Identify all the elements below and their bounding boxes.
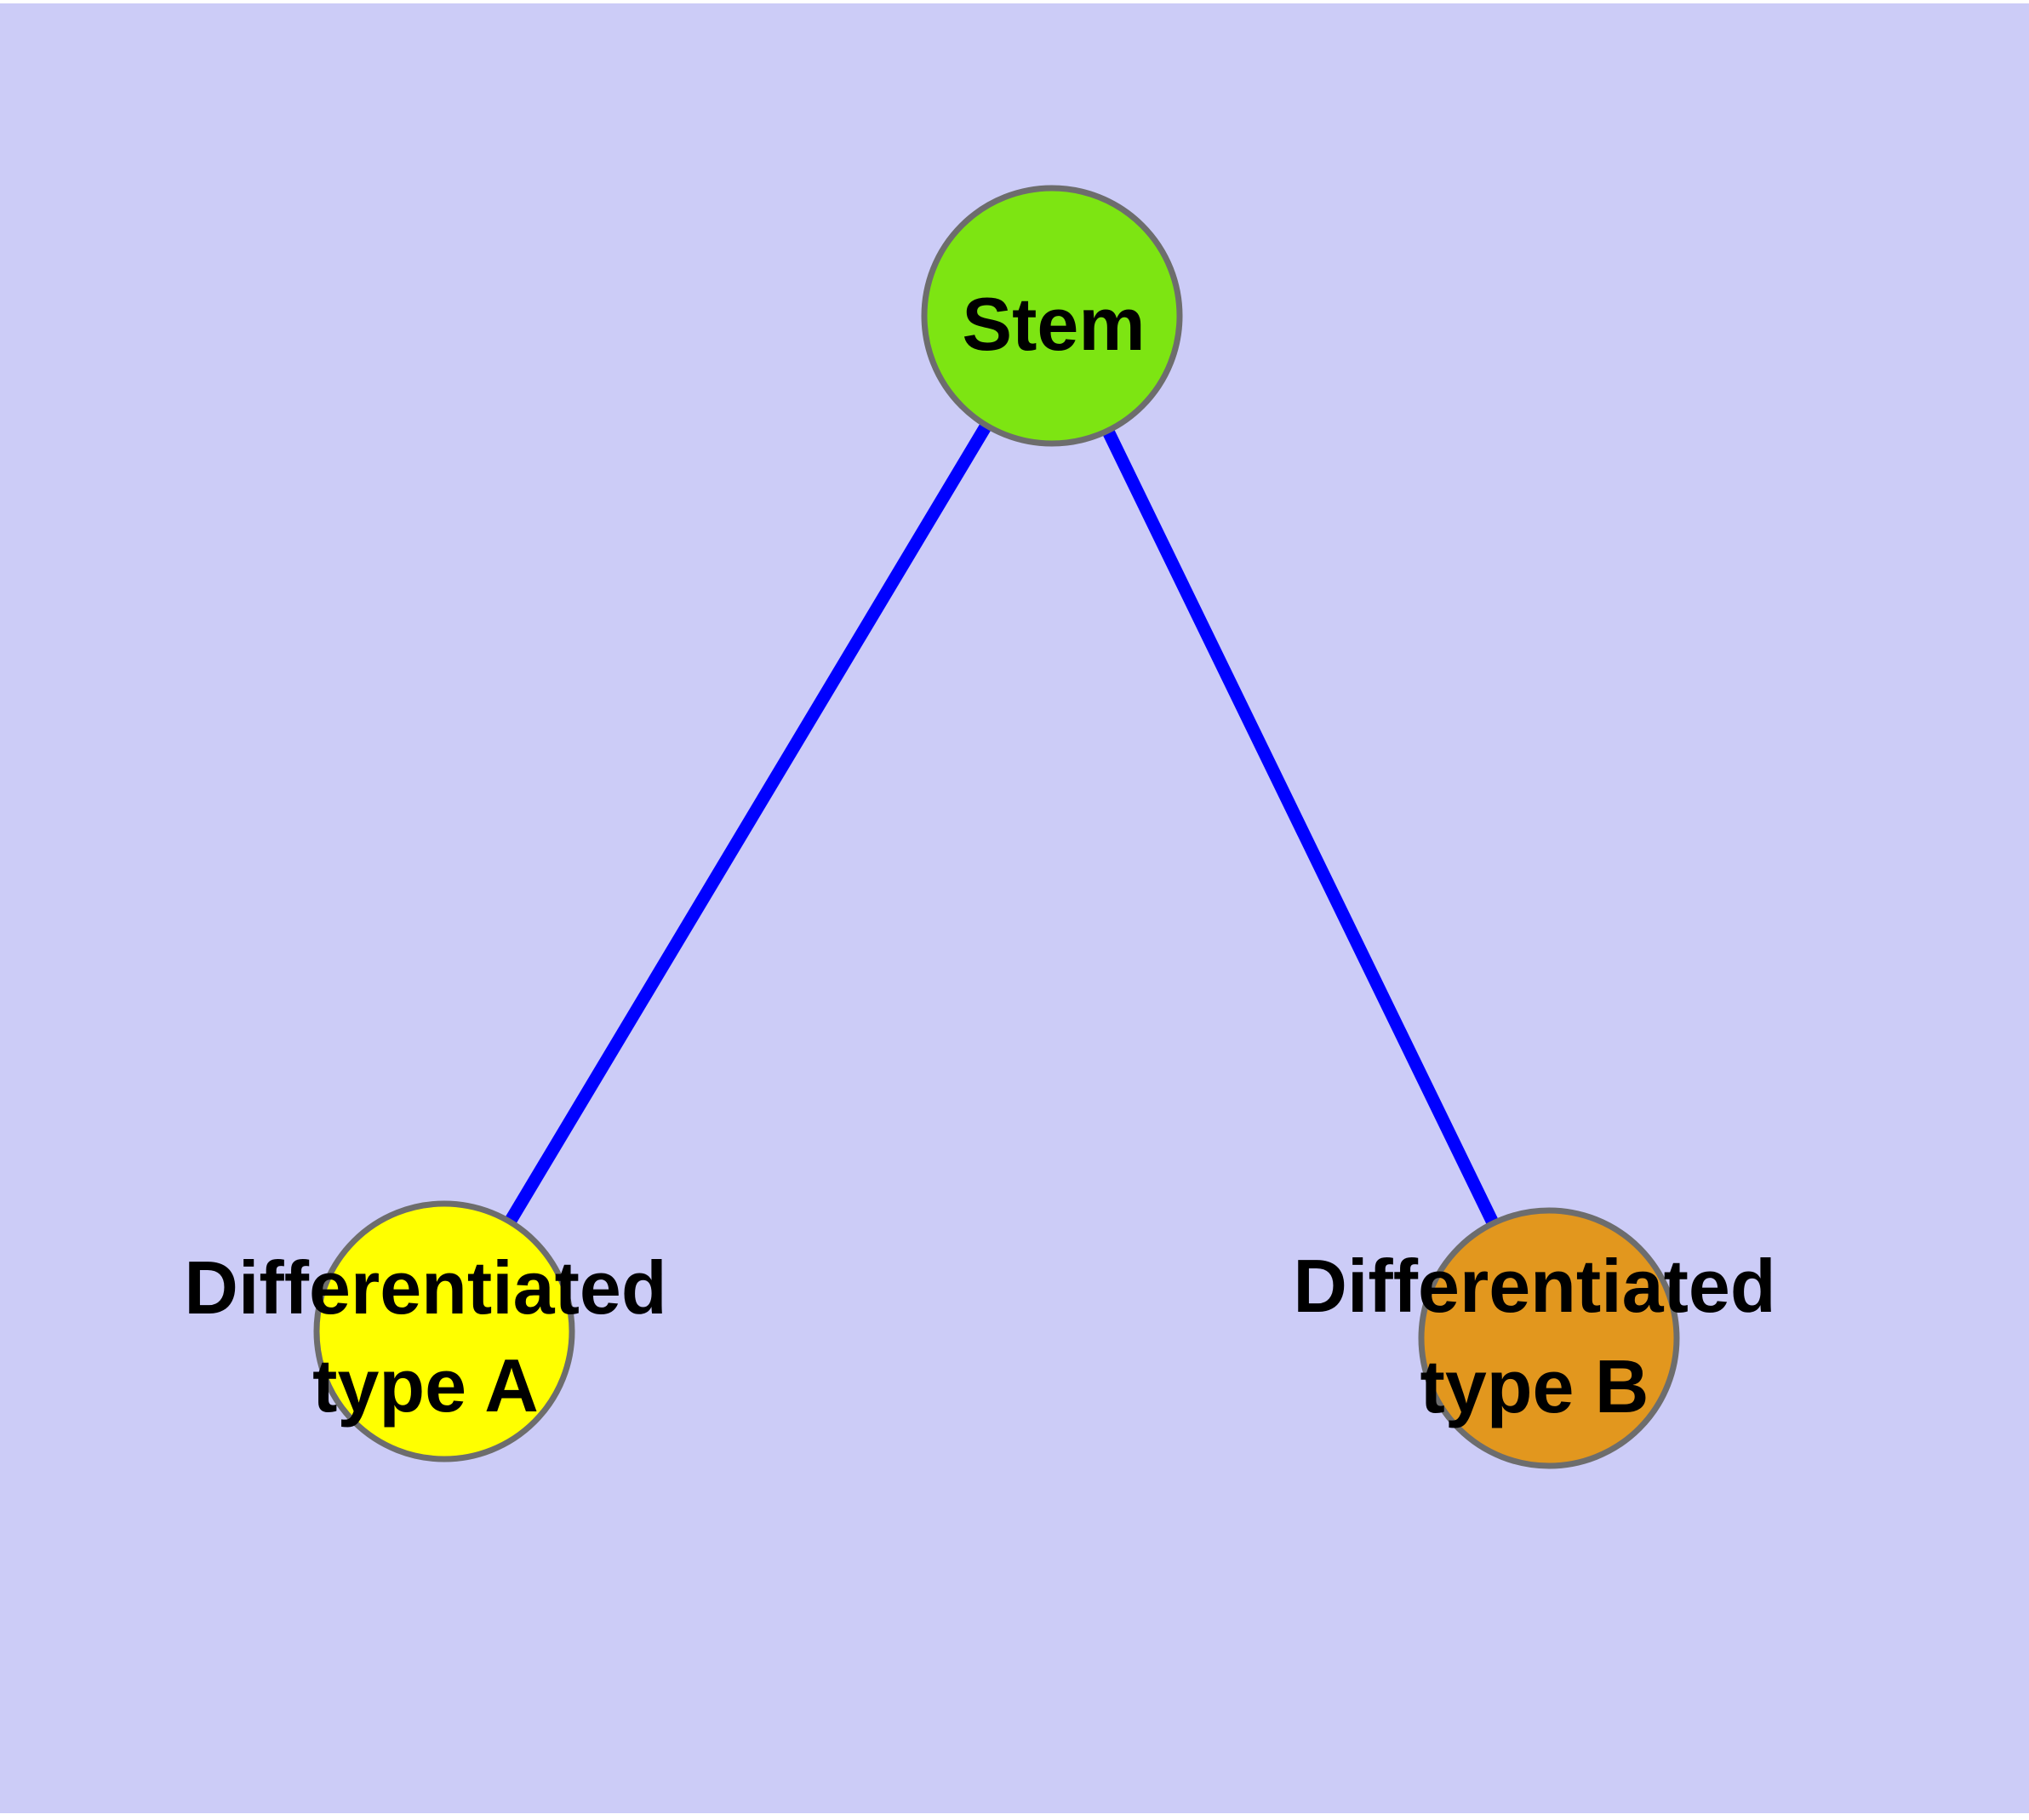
node-type-b-circle — [1418, 1207, 1680, 1469]
node-type-a-label-line1: Differentiated — [184, 1245, 666, 1330]
node-type-b-label-line1: Differentiated — [1293, 1244, 1775, 1328]
node-stem: Stem — [921, 185, 1183, 447]
node-differentiated-type-a: Differentiated type A — [184, 1200, 667, 1462]
node-type-b-label-line2: type B — [1420, 1344, 1649, 1428]
edge-stem-to-type-b — [1046, 312, 1555, 1342]
node-stem-label: Stem — [962, 282, 1145, 366]
node-type-a-circle — [313, 1200, 575, 1462]
edge-stem-to-type-a — [438, 312, 1058, 1335]
edge-group — [438, 312, 1555, 1342]
node-differentiated-type-b: Differentiated type B — [1293, 1207, 1776, 1469]
node-type-a-label-line2: type A — [312, 1343, 539, 1428]
node-stem-circle — [921, 185, 1183, 447]
